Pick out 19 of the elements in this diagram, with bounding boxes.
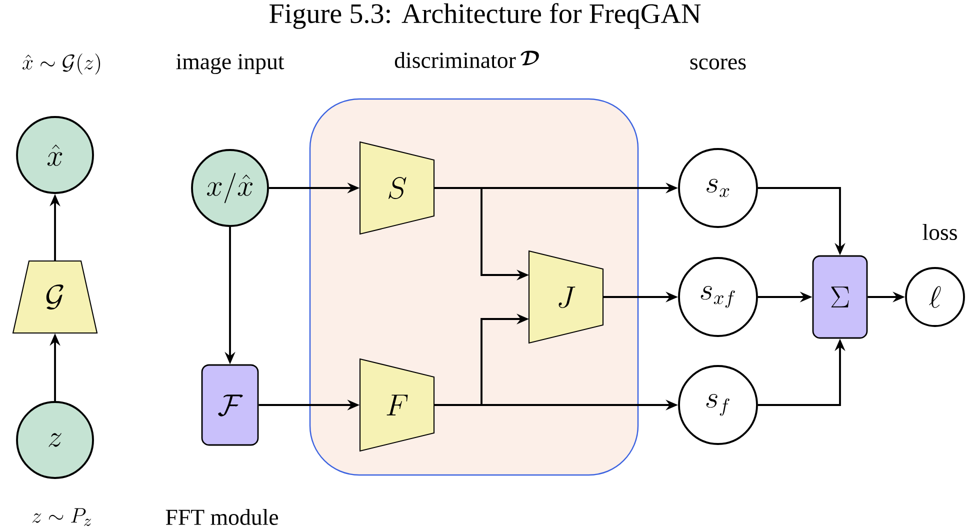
circle-node: $s_f$ <box>678 365 758 445</box>
circle-node: $\ell$ <box>905 267 965 327</box>
column-heading: image input <box>176 54 284 74</box>
network-block: $S$ <box>359 141 435 235</box>
column-heading: loss <box>922 224 957 240</box>
module-box: $\Sigma$ <box>812 255 868 339</box>
circle-node: $s_{xf}$ <box>678 257 758 337</box>
column-heading: FFT module <box>166 508 278 526</box>
title: Figure 5.3: Architecture for FreqGAN <box>270 3 701 29</box>
circle-node: $z$ <box>16 401 94 479</box>
formula-label: $\boldsymbol{\mathcal{D}}$ <box>520 50 539 66</box>
module-box: $\mathcal{F}$ <box>201 364 259 446</box>
network-block: $F$ <box>359 358 435 452</box>
circle-node: $x/\hat{x}$ <box>191 149 269 227</box>
circle-node: $\hat{x}$ <box>16 116 94 194</box>
circle-node: $s_x$ <box>678 148 758 228</box>
formula-label: $\hat{x} \sim \mathcal{G}(z)$ <box>22 53 100 75</box>
network-block: $J$ <box>528 250 604 344</box>
network-block: $\mathcal{G}$ <box>12 260 98 334</box>
